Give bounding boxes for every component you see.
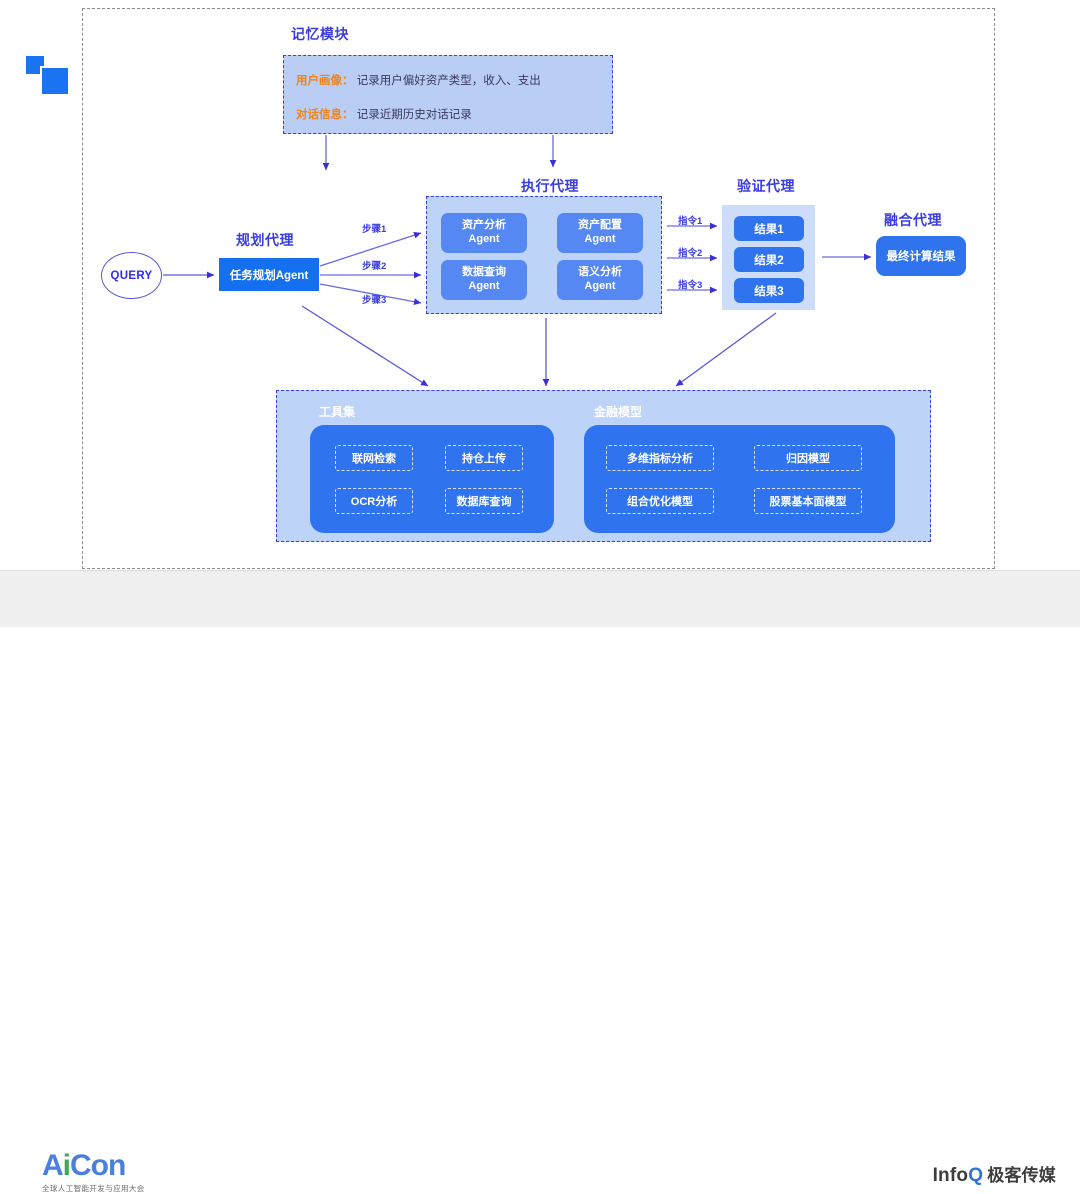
aicon-logo: AiCon 全球人工智能开发与应用大会 [42,1151,145,1194]
agent-chip-line2: Agent [468,233,500,245]
memory-module-panel: 用户画像： 记录用户偏好资产类型，收入、支出 对话信息： 记录近期历史对话记录 [283,55,613,134]
memory-row-value: 记录用户偏好资产类型，收入、支出 [356,75,541,87]
diagram-outer-frame [82,8,995,569]
agent-chip-line1: 数据查询 [462,266,506,279]
tool-chip-web-search: 联网检索 [335,445,413,471]
agent-chip-asset-analysis: 资产分析 Agent [441,213,527,253]
fusion-agent-title: 融合代理 [884,212,942,228]
agent-chip-line2: Agent [584,280,616,292]
memory-row-key: 用户画像： [296,75,354,87]
edge-label-command-3: 指令3 [678,280,703,291]
tool-chip-ocr-analysis: OCR分析 [335,488,413,514]
agent-chip-line1: 语义分析 [578,266,622,279]
infoq-word-info: Info [932,1165,969,1186]
tool-chip-position-upload: 持仓上传 [445,445,523,471]
model-chip-attribution: 归因模型 [754,445,862,471]
model-chip-multidim-indicator: 多维指标分析 [606,445,714,471]
agent-chip-data-query: 数据查询 Agent [441,260,527,300]
model-chip-portfolio-optimization: 组合优化模型 [606,488,714,514]
agent-chip-line1: 资产配置 [578,219,622,232]
aicon-letter-a: A [42,1149,64,1182]
agent-chip-semantic-analysis: 语义分析 Agent [557,260,643,300]
tool-chip-database-query: 数据库查询 [445,488,523,514]
task-planner-agent-node: 任务规划Agent [219,258,319,291]
financial-model-group-title: 金融模型 [594,405,643,419]
resources-panel: 工具集 金融模型 联网检索 持仓上传 OCR分析 数据库查询 多维指标分析 归因… [276,390,931,542]
result-chip-3: 结果3 [734,278,804,303]
memory-row-user-profile: 用户画像： 记录用户偏好资产类型，收入、支出 [296,72,541,88]
memory-row-dialog-info: 对话信息： 记录近期历史对话记录 [296,106,472,122]
financial-model-panel: 多维指标分析 归因模型 组合优化模型 股票基本面模型 [584,425,895,533]
result-chip-2: 结果2 [734,247,804,272]
agent-chip-line1: 资产分析 [462,219,506,232]
model-chip-stock-fundamental: 股票基本面模型 [754,488,862,514]
result-chip-1: 结果1 [734,216,804,241]
memory-row-key: 对话信息： [296,109,354,121]
edge-label-step-3: 步骤3 [362,295,387,306]
edge-label-command-2: 指令2 [678,248,703,259]
aicon-wordmark: AiCon [42,1151,145,1181]
aicon-letter-i: i [62,1149,71,1182]
query-node: QUERY [101,252,162,299]
toolset-group-title: 工具集 [319,405,356,419]
memory-module-title: 记忆模块 [291,26,349,42]
agent-chip-line2: Agent [584,233,616,245]
final-result-node: 最终计算结果 [876,236,966,276]
agent-chip-line2: Agent [468,280,500,292]
infoq-word-q: Q [968,1165,984,1186]
verifier-agent-panel: 结果1 结果2 结果3 [722,205,815,310]
memory-row-value: 记录近期历史对话记录 [356,109,472,121]
toolset-panel: 联网检索 持仓上传 OCR分析 数据库查询 [310,425,554,533]
verifier-agent-title: 验证代理 [737,178,795,194]
agent-chip-asset-allocation: 资产配置 Agent [557,213,643,253]
executor-agent-title: 执行代理 [521,178,579,194]
edge-label-step-2: 步骤2 [362,261,387,272]
logo-square-large-icon [40,66,70,96]
executor-agent-panel: 资产分析 Agent 资产配置 Agent 数据查询 Agent 语义分析 Ag… [426,196,662,314]
slide-canvas: 记忆模块 用户画像： 记录用户偏好资产类型，收入、支出 对话信息： 记录近期历史… [0,8,1080,1193]
aicon-subtitle: 全球人工智能开发与应用大会 [42,1184,145,1193]
edge-label-command-1: 指令1 [678,216,703,227]
planner-agent-title: 规划代理 [236,232,294,248]
infoq-word-cn: 极客传媒 [987,1166,1056,1185]
aicon-letter-con: Con [70,1149,126,1182]
edge-label-step-1: 步骤1 [362,224,387,235]
footer-bottom-rule [0,627,1080,636]
